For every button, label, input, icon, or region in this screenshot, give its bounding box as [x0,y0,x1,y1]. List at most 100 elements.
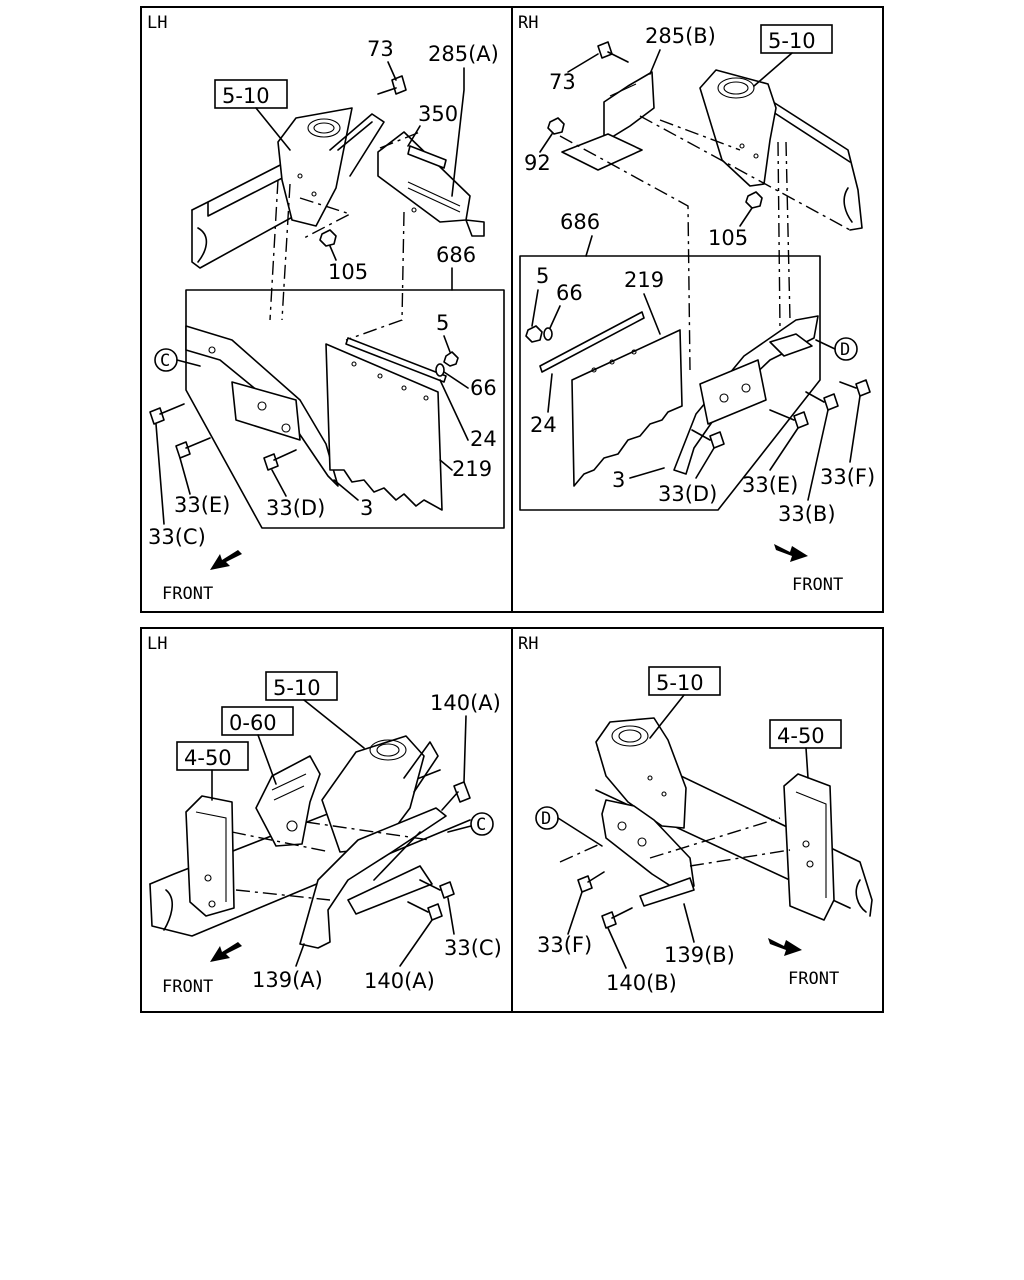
svg-text:D: D [840,340,850,360]
front-label: FRONT [792,575,843,595]
svg-text:5-10: 5-10 [768,29,816,53]
bolt-140b [601,907,633,929]
cross-member-4-50 [185,795,235,917]
bolt-33e [175,437,211,459]
front-label: FRONT [162,977,213,997]
bolt-73 [597,41,629,63]
callout-140a-top: 140(A) [430,691,501,715]
front-arrow [774,544,808,562]
bolt-33f [577,871,605,893]
bolt-33d [691,429,725,449]
callout-350: 350 [418,102,458,126]
callout-33f: 33(F) [537,933,592,957]
frame-rail [769,99,863,231]
svg-text:0-60: 0-60 [229,711,277,735]
callout-73: 73 [367,37,394,61]
svg-text:5-10: 5-10 [222,84,270,108]
callout-140a-bottom: 140(A) [364,969,435,993]
nut-105 [745,191,763,209]
washer-66 [543,327,553,341]
svg-text:4-50: 4-50 [184,746,232,770]
bolt-33d [263,449,297,471]
bracket-0-60 [255,755,321,847]
marker-d: D [815,337,858,361]
mount-bracket-5-10 [699,69,777,187]
callout-5: 5 [436,311,449,335]
ref-box-5-10: 5-10 [265,671,365,749]
front-arrow [210,942,242,962]
callout-139b: 139(B) [664,943,735,967]
mount-bracket-5-10 [277,107,385,227]
mud-flap-219 [571,329,683,487]
svg-text:D: D [541,809,551,829]
mount-bracket-5-10 [595,717,687,829]
svg-text:C: C [476,815,486,835]
callout-5: 5 [536,264,549,288]
panel-frame [140,6,513,613]
callout-3: 3 [612,468,625,492]
callout-686: 686 [436,243,476,267]
assembly-box [185,289,505,529]
callout-33c: 33(C) [148,525,206,549]
nut-105 [319,229,337,247]
callout-66: 66 [556,281,583,305]
side-label: RH [518,634,538,654]
callout-33f: 33(F) [820,465,875,489]
callout-92: 92 [524,151,551,175]
mud-flap-bracket [673,315,819,475]
mud-flap-219 [325,343,443,511]
assembly-box [519,255,821,511]
marker-c: C [154,348,201,372]
panel-top-right: RH [511,6,884,613]
svg-text:5-10: 5-10 [273,676,321,700]
callout-3: 3 [360,496,373,520]
callout-105: 105 [708,226,748,250]
flap-support-139b [601,799,695,907]
ref-box-5-10: 5-10 [753,24,833,87]
panel-bottom-left: LH [140,627,513,1013]
front-label: FRONT [162,584,213,604]
nut-5 [525,325,543,343]
nut-92 [547,117,565,135]
strip-24 [539,311,645,373]
bolt-140a-top [441,781,471,811]
callout-24: 24 [530,413,557,437]
front-arrow [210,550,242,570]
ref-box-5-10: 5-10 [214,79,291,151]
callout-686: 686 [560,210,600,234]
marker-d: D [535,806,603,847]
side-label: LH [147,13,167,33]
plate-285b [561,71,655,171]
callout-33e: 33(E) [174,493,230,517]
ref-box-4-50: 4-50 [769,719,842,779]
bolt-33f [839,379,871,397]
callout-219: 219 [624,268,664,292]
callout-33d: 33(D) [658,482,717,506]
ref-box-4-50: 4-50 [176,741,249,801]
mud-flap-bracket [185,325,339,487]
ref-box-0-60: 0-60 [221,706,294,785]
ref-box-5-10: 5-10 [648,666,721,739]
bolt-33c [419,879,455,899]
callout-105: 105 [328,260,368,284]
bolt-33c [149,403,185,425]
washer-66 [435,363,445,377]
callout-33b: 33(B) [778,502,836,526]
panel-bottom-right: RH [511,627,884,1013]
panel-frame [511,627,884,1013]
bolt-140a-bottom [407,901,443,921]
svg-text:C: C [160,351,170,371]
cross-member-4-50 [783,773,835,921]
svg-text:4-50: 4-50 [777,724,825,748]
flap-support-139a [299,807,447,949]
front-arrow [768,938,802,956]
side-label: RH [518,13,538,33]
svg-text:5-10: 5-10 [656,671,704,695]
frame-rail [191,159,299,269]
bolt-33b [805,391,839,411]
callout-285b: 285(B) [645,24,716,48]
bolt-73 [377,75,407,95]
callout-285a: 285(A) [428,42,499,66]
strip-24 [345,337,447,383]
